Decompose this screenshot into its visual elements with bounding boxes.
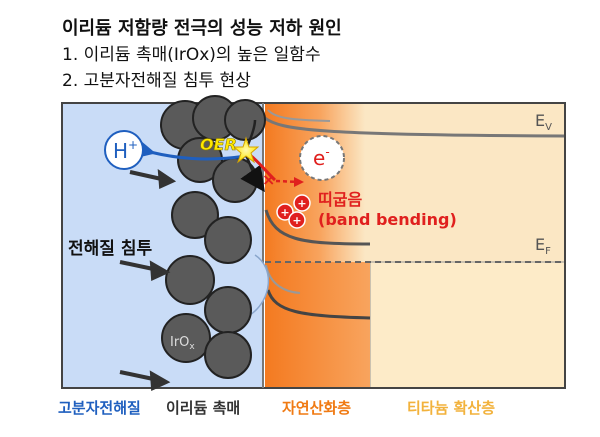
reason-item-2: 2. 고분자전해질 침투 현상 xyxy=(62,71,251,91)
penetration-arrows xyxy=(119,169,177,392)
catalyst-label: 이리듐 촉매 xyxy=(166,399,241,417)
figure-frame xyxy=(61,102,566,389)
ev-label: EV xyxy=(535,111,552,133)
lower-curve xyxy=(266,289,371,320)
block-cross: × xyxy=(262,170,275,189)
band-bending-ko: 띠굽음 xyxy=(318,190,362,209)
h-plus-text: H+ xyxy=(113,138,138,163)
hole-sign: + xyxy=(280,206,289,219)
oer-arrow xyxy=(123,131,247,161)
reason-item-1: 1. 이리듐 촉매(IrOx)의 높은 일함수 xyxy=(62,45,321,65)
electrolyte-bulge xyxy=(249,254,269,316)
h-plus-circle xyxy=(104,130,144,170)
ev-curve xyxy=(264,116,566,138)
hole-sign: + xyxy=(297,197,306,210)
oer-star-icon xyxy=(232,136,260,164)
holes xyxy=(276,194,311,229)
native-oxide-label: 자연산화층 xyxy=(282,399,352,417)
titanium-lower-region xyxy=(369,261,566,389)
iro-label: IrOx xyxy=(170,335,195,352)
lower-curve-2 xyxy=(265,264,301,294)
ev-curve-2 xyxy=(267,109,331,122)
electrolyte-label: 고분자전해질 xyxy=(58,399,141,417)
penetration-text: 전해질 침투 xyxy=(68,238,152,259)
page-title: 이리듐 저함량 전극의 성능 저하 원인 xyxy=(62,18,342,39)
oer-text: OER xyxy=(200,135,237,154)
electron-text: e- xyxy=(313,145,330,170)
band-bending-en: (band bending) xyxy=(318,210,457,229)
hole-sign: + xyxy=(292,214,301,227)
electron-circle xyxy=(299,135,345,181)
titanium-label: 티타늄 확산층 xyxy=(407,399,496,417)
ef-upper-curve xyxy=(264,209,371,246)
ef-label: EF xyxy=(535,235,551,257)
